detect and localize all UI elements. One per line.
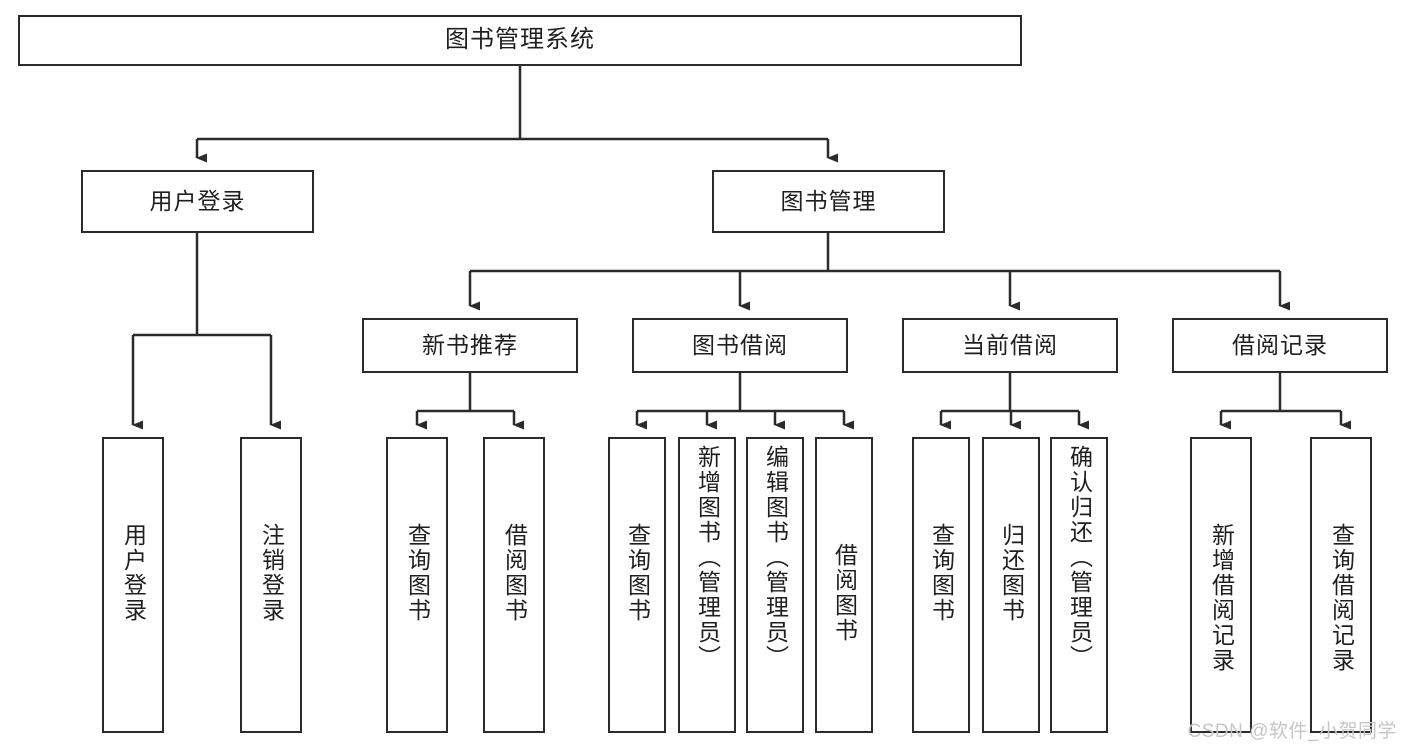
node-root[interactable]: 图书管理系统 xyxy=(18,15,1022,66)
leaf-add-borrow-record[interactable]: 新增借阅记录 xyxy=(1190,437,1252,733)
node-root-label: 图书管理系统 xyxy=(445,26,595,54)
leaf-edit-book-admin[interactable]: 编辑图书（管理员） xyxy=(746,437,804,733)
leaf-borrow-book-newbook-label: 借阅图书 xyxy=(501,523,528,623)
node-book-management[interactable]: 图书管理 xyxy=(712,170,945,233)
node-new-book-recommend[interactable]: 新书推荐 xyxy=(362,318,578,373)
leaf-user-login-label: 用户登录 xyxy=(120,523,147,623)
node-user-login[interactable]: 用户登录 xyxy=(81,170,314,233)
leaf-lend-book[interactable]: 借阅图书 xyxy=(815,437,873,733)
leaf-query-book-newbook[interactable]: 查询图书 xyxy=(386,437,448,733)
node-borrow-record[interactable]: 借阅记录 xyxy=(1172,318,1388,373)
leaf-lend-book-label: 借阅图书 xyxy=(831,543,858,643)
node-user-login-label: 用户登录 xyxy=(149,187,246,214)
leaf-query-book-borrow[interactable]: 查询图书 xyxy=(608,437,666,733)
leaf-query-borrow-record[interactable]: 查询借阅记录 xyxy=(1310,437,1372,733)
leaf-confirm-return-admin[interactable]: 确认归还（管理员） xyxy=(1050,437,1108,733)
leaf-logout[interactable]: 注销登录 xyxy=(240,437,302,733)
leaf-edit-book-admin-label: 编辑图书（管理员） xyxy=(762,445,789,670)
leaf-confirm-return-admin-label: 确认归还（管理员） xyxy=(1066,445,1093,670)
leaf-return-book[interactable]: 归还图书 xyxy=(982,437,1040,733)
leaf-query-book-current-label: 查询图书 xyxy=(928,523,955,623)
node-book-management-label: 图书管理 xyxy=(780,187,877,214)
node-book-borrow[interactable]: 图书借阅 xyxy=(632,318,848,373)
leaf-query-book-borrow-label: 查询图书 xyxy=(624,523,651,623)
node-current-borrow[interactable]: 当前借阅 xyxy=(902,318,1118,373)
leaf-add-book-admin-label: 新增图书（管理员） xyxy=(694,445,721,670)
leaf-borrow-book-newbook[interactable]: 借阅图书 xyxy=(483,437,545,733)
leaf-query-book-current[interactable]: 查询图书 xyxy=(912,437,970,733)
leaf-query-book-newbook-label: 查询图书 xyxy=(404,523,431,623)
node-new-book-recommend-label: 新书推荐 xyxy=(422,331,518,358)
watermark: CSDN @软件_小贺同学 xyxy=(1187,721,1397,742)
leaf-add-borrow-record-label: 新增借阅记录 xyxy=(1208,523,1235,673)
node-book-borrow-label: 图书借阅 xyxy=(692,331,788,358)
node-current-borrow-label: 当前借阅 xyxy=(962,331,1058,358)
leaf-user-login[interactable]: 用户登录 xyxy=(102,437,164,733)
leaf-query-borrow-record-label: 查询借阅记录 xyxy=(1328,523,1355,673)
leaf-return-book-label: 归还图书 xyxy=(998,523,1025,623)
node-borrow-record-label: 借阅记录 xyxy=(1232,331,1328,358)
leaf-logout-label: 注销登录 xyxy=(258,523,285,623)
leaf-add-book-admin[interactable]: 新增图书（管理员） xyxy=(678,437,736,733)
